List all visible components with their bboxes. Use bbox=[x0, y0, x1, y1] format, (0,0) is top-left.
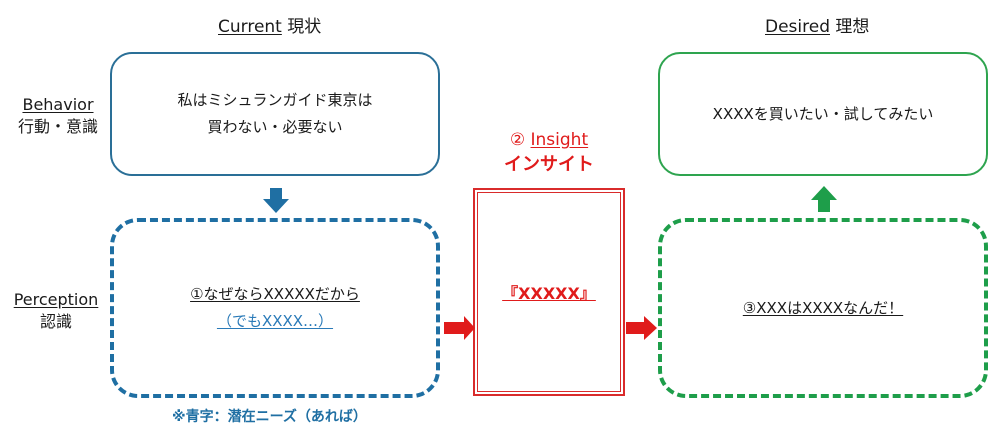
insight-title-ja: インサイト bbox=[504, 154, 594, 175]
row-label-behavior-en: Behavior bbox=[22, 95, 94, 114]
insight-inner-frame: 『XXXXX』 bbox=[477, 192, 621, 392]
current-behavior-line1: 私はミシュランガイド東京は bbox=[177, 91, 373, 109]
arrow-down-icon bbox=[263, 188, 289, 213]
insight-title: ② Insight インサイト bbox=[473, 130, 625, 176]
arrow-right-icon bbox=[626, 316, 657, 340]
row-label-behavior: Behavior 行動・意識 bbox=[12, 94, 104, 138]
current-behavior-line2: 買わない・必要ない bbox=[207, 118, 343, 136]
insight-box: 『XXXXX』 bbox=[473, 188, 625, 396]
row-label-perception: Perception 認識 bbox=[4, 289, 108, 333]
insight-title-en-line: ② Insight bbox=[473, 130, 625, 150]
desired-perception-box: ③XXXはXXXXなんだ！ bbox=[658, 218, 988, 398]
row-label-perception-ja: 認識 bbox=[39, 312, 72, 331]
column-header-current-en: Current bbox=[218, 17, 282, 37]
row-label-perception-en: Perception bbox=[13, 290, 99, 309]
column-header-desired-ja: 理想 bbox=[835, 17, 870, 37]
insight-title-en: Insight bbox=[530, 130, 589, 150]
column-header-current-ja: 現状 bbox=[287, 17, 322, 37]
column-header-desired-en: Desired bbox=[765, 17, 830, 37]
column-header-current: Current 現状 bbox=[218, 12, 321, 37]
desired-perception-text: ③XXXはXXXXなんだ！ bbox=[742, 298, 904, 317]
column-header-desired: Desired 理想 bbox=[765, 12, 869, 37]
footnote: ※青字：潜在ニーズ（あれば） bbox=[172, 409, 367, 425]
desired-behavior-box: XXXXを買いたい・試してみたい bbox=[658, 52, 988, 176]
arrow-right-icon bbox=[444, 316, 475, 340]
row-label-behavior-ja: 行動・意識 bbox=[17, 117, 98, 136]
arrow-up-icon bbox=[811, 186, 837, 212]
current-perception-line2: （でもXXXX…） bbox=[216, 312, 334, 330]
insight-number: ② bbox=[509, 130, 526, 150]
desired-behavior-text: XXXXを買いたい・試してみたい bbox=[712, 104, 934, 123]
current-perception-line1: ①なぜならXXXXXだから bbox=[190, 285, 360, 303]
current-behavior-box: 私はミシュランガイド東京は 買わない・必要ない bbox=[110, 52, 440, 176]
current-perception-box: ①なぜならXXXXXだから （でもXXXX…） bbox=[110, 218, 440, 398]
insight-text: 『XXXXX』 bbox=[502, 284, 596, 303]
